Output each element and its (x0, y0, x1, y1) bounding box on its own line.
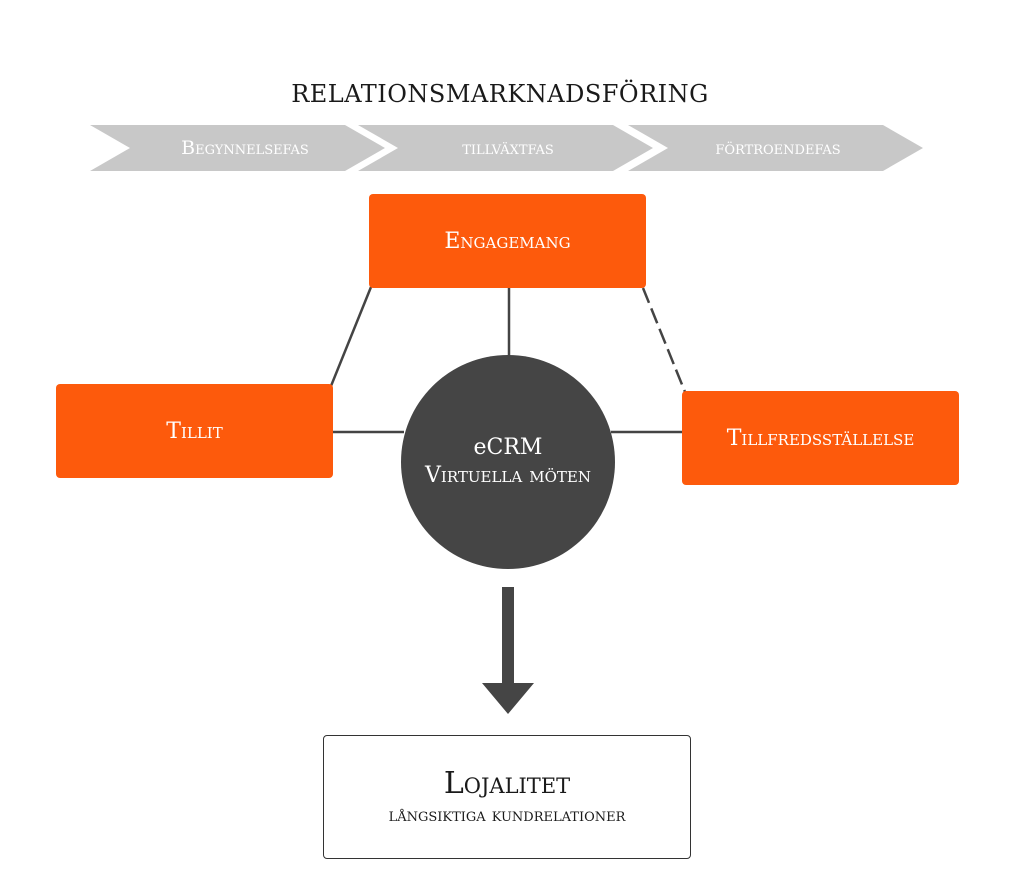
node-engagemang-label: Engagemang (444, 228, 571, 254)
node-tillit: Tillit (56, 384, 333, 478)
hub-line-2: Virtuella möten (425, 463, 591, 488)
connector-top-to-right (641, 287, 687, 393)
phase-label-1: Begynnelsefas (181, 137, 309, 159)
hub-ecrm: eCRM Virtuella möten (401, 355, 615, 569)
node-tillfredsstallelse: Tillfredsställelse (682, 391, 959, 485)
phase-label-2: tillväxtfas (462, 137, 554, 159)
node-tillit-label: Tillit (166, 418, 223, 444)
node-tillfredsstallelse-label: Tillfredsställelse (726, 425, 915, 451)
outcome-box: Lojalitet långsiktiga kundrelationer (323, 735, 691, 859)
outcome-subtitle: långsiktiga kundrelationer (388, 804, 626, 826)
phase-chevron-3 (628, 125, 923, 171)
phase-chevron-1 (90, 125, 385, 171)
connector-top-to-left (329, 286, 373, 387)
outcome-title: Lojalitet (443, 766, 571, 801)
phase-label-3: förtroendefas (715, 137, 841, 159)
phase-chevron-2 (358, 125, 653, 171)
diagram-title: RELATIONSMARKNADSFÖRING (291, 80, 709, 108)
hub-line-1: eCRM (473, 435, 543, 460)
arrow-head (482, 683, 534, 714)
node-engagemang: Engagemang (369, 194, 646, 288)
arrow-shaft (502, 587, 514, 687)
